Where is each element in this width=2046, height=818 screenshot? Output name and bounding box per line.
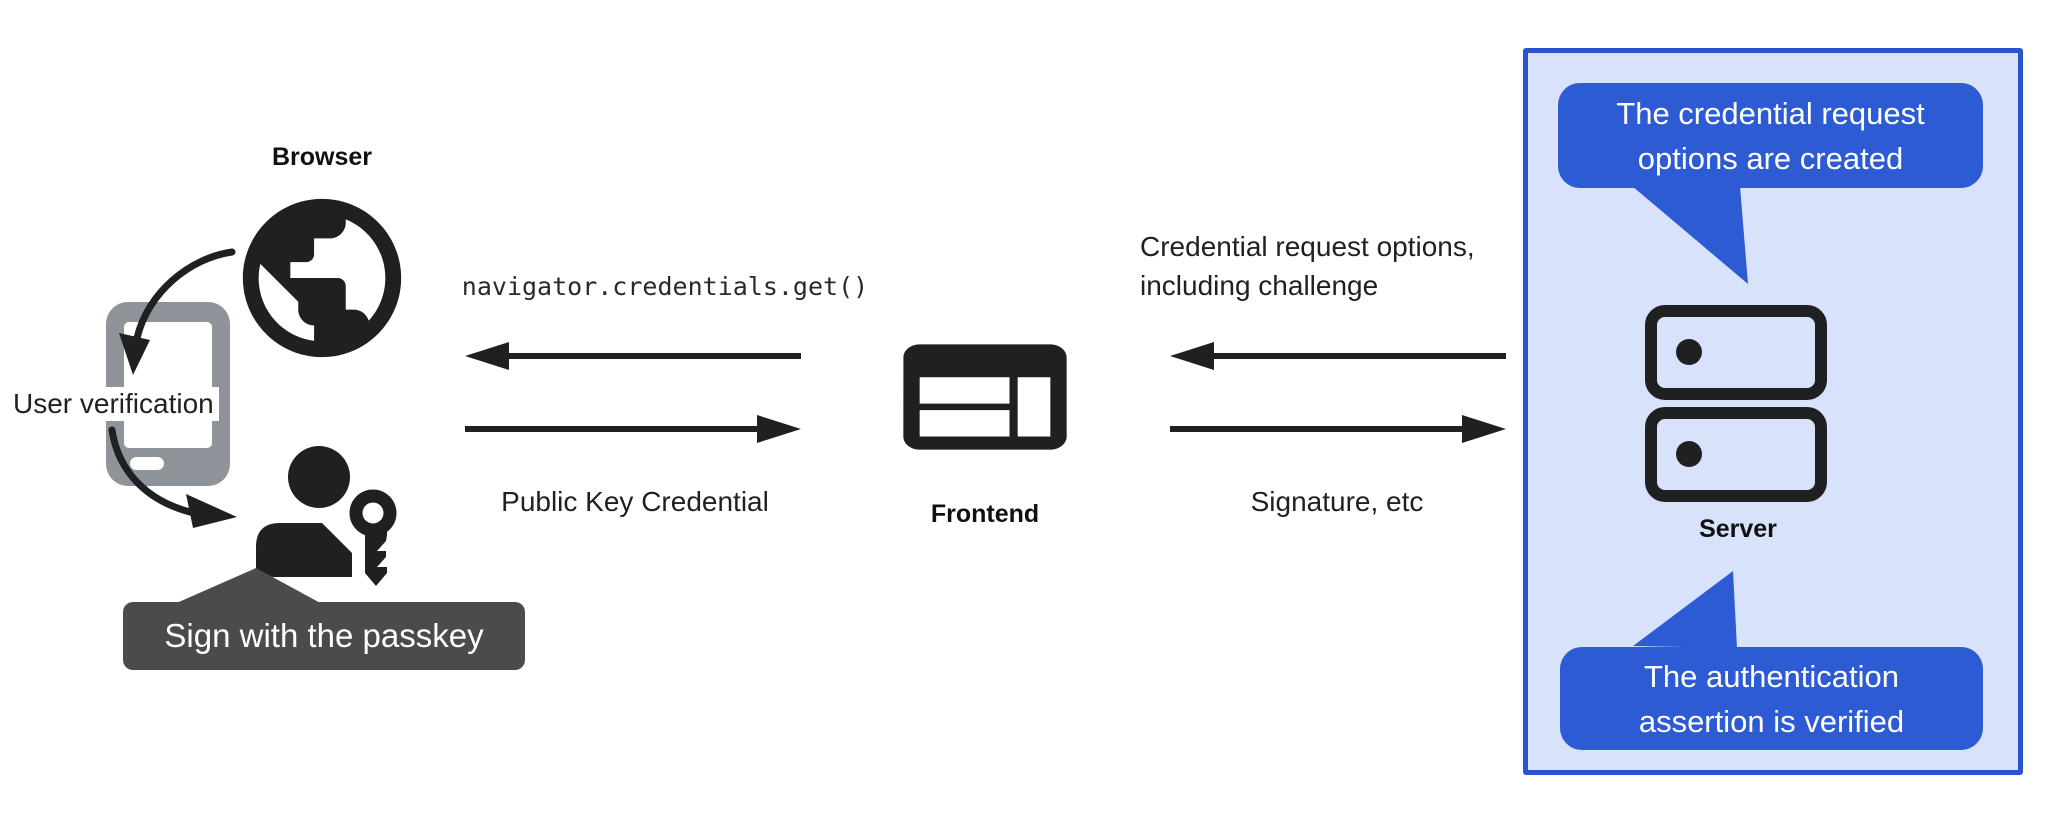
arrow-frontend-to-browser (465, 342, 801, 370)
curved-flow-arrows (108, 248, 237, 528)
arrow-server-to-frontend (1170, 342, 1506, 370)
passkey-tooltip: Sign with the passkey (123, 602, 525, 670)
bottom-bubble-tail (1633, 571, 1737, 648)
frontend-label: Frontend (930, 500, 1040, 528)
tooltip-pointer (172, 568, 324, 605)
credential-options-bubble-line2: options are created (1637, 140, 1904, 176)
globe-icon (242, 198, 402, 358)
arrow-browser-to-frontend (465, 415, 801, 443)
browser-label: Browser (271, 143, 373, 171)
person-with-key-icon (256, 446, 397, 586)
credential-request-options-label: Credential request options, including ch… (1140, 227, 1475, 305)
top-bubble-tail (1632, 186, 1748, 284)
server-label: Server (1699, 515, 1777, 543)
credential-request-options-line2: including challenge (1140, 270, 1379, 301)
signature-label: Signature, etc (1250, 486, 1424, 517)
arrow-browser-to-device (133, 248, 236, 342)
assertion-verified-bubble-line1: The authentication (1643, 658, 1900, 694)
assertion-verified-bubble: The authentication assertion is verified (1560, 647, 1983, 750)
browser-window-icon (903, 344, 1067, 450)
arrow-device-to-user (108, 426, 194, 516)
user-verification-label: User verification (8, 387, 219, 421)
assertion-verified-bubble-line2: assertion is verified (1638, 703, 1905, 739)
credential-request-options-line1: Credential request options, (1140, 231, 1475, 262)
public-key-credential-label: Public Key Credential (501, 486, 769, 517)
arrow-frontend-to-server (1170, 415, 1506, 443)
credential-options-bubble: The credential request options are creat… (1558, 83, 1983, 188)
credential-options-bubble-line1: The credential request (1616, 95, 1925, 131)
server-stack-icon (1645, 305, 1827, 502)
api-call-label: navigator.credentials.get() (461, 272, 869, 301)
